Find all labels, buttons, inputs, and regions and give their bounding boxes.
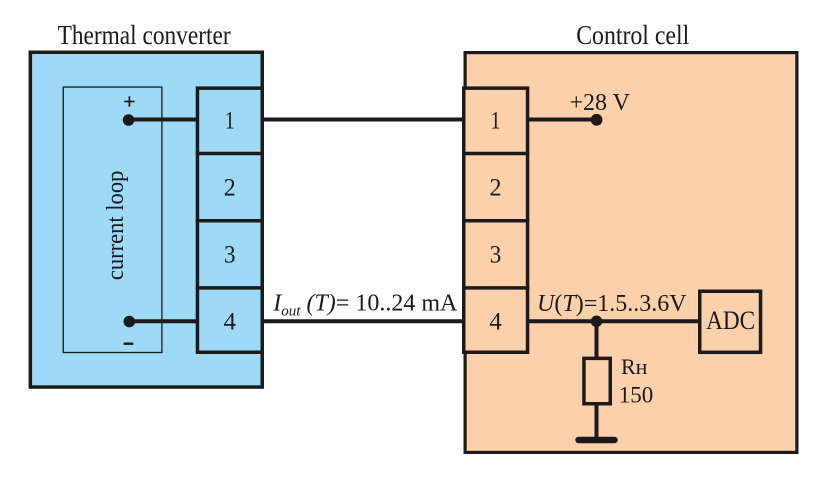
svg-text:ADC: ADC bbox=[706, 306, 755, 335]
svg-text:4: 4 bbox=[224, 308, 237, 335]
svg-text:2: 2 bbox=[490, 174, 502, 201]
svg-text:1: 1 bbox=[491, 107, 501, 134]
svg-text:1: 1 bbox=[225, 107, 235, 134]
svg-text:4: 4 bbox=[489, 308, 502, 335]
svg-text:3: 3 bbox=[224, 242, 236, 269]
svg-text:150: 150 bbox=[619, 383, 654, 408]
svg-text:U(T)=1.5..3.6V: U(T)=1.5..3.6V bbox=[537, 291, 687, 317]
svg-text:current loop: current loop bbox=[103, 171, 129, 281]
svg-text:Thermal converter: Thermal converter bbox=[58, 20, 231, 50]
svg-text:+28 V: +28 V bbox=[569, 90, 630, 116]
svg-text:Rн: Rн bbox=[621, 354, 648, 379]
svg-text:3: 3 bbox=[490, 242, 502, 269]
svg-text:2: 2 bbox=[224, 174, 236, 201]
svg-text:Iout (T)= 10..24 mA: Iout (T)= 10..24 mA bbox=[272, 291, 458, 320]
svg-text:Control cell: Control cell bbox=[576, 20, 689, 50]
